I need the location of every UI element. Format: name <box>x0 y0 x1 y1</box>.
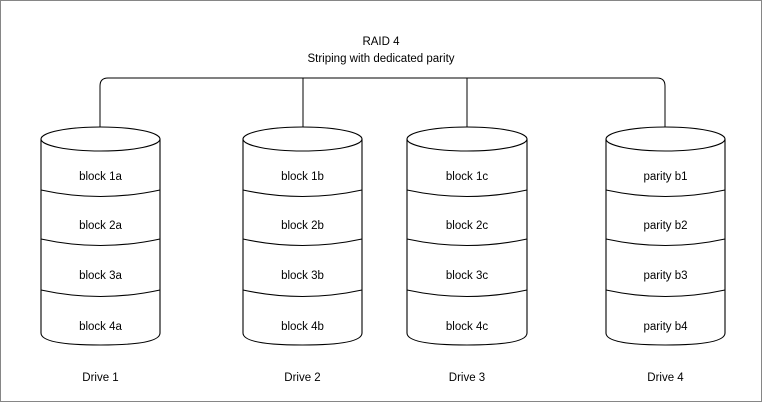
drive-2-cylinder-top <box>242 126 363 152</box>
block-label: block 2b <box>281 220 324 232</box>
drive-2-group[interactable]: block 1b block 2b block 3b block 4b Driv… <box>242 126 363 384</box>
block-label: block 1c <box>446 171 488 183</box>
block-label: block 2c <box>446 220 488 232</box>
drive-name-label: Drive 3 <box>449 372 485 384</box>
drive-3-cylinder-body <box>406 138 528 346</box>
drive-3-divider-2 <box>406 238 528 247</box>
drive-4-cylinder-body <box>605 138 726 346</box>
drive-name-label: Drive 4 <box>647 372 684 384</box>
block-label: block 3b <box>281 270 324 282</box>
diagram-title: RAID 4 <box>362 36 400 48</box>
block-label: parity b1 <box>643 171 687 183</box>
drive-4-cylinder-top <box>605 126 726 152</box>
drive-1-cylinder-top <box>40 126 161 152</box>
block-label: block 4a <box>79 321 122 333</box>
block-label: block 1a <box>79 171 122 183</box>
drive-2-divider-2 <box>242 238 363 246</box>
drive-3-divider-3 <box>406 289 528 298</box>
block-label: block 3c <box>446 270 488 282</box>
block-label: parity b2 <box>643 220 687 232</box>
diagram-subtitle: Striping with dedicated parity <box>307 53 454 65</box>
drive-1-divider-2 <box>40 238 161 246</box>
drive-4-group[interactable]: parity b1 parity b2 parity b3 parity b4 … <box>605 126 726 384</box>
drive-1-group[interactable]: block 1a block 2a block 3a block 4a Driv… <box>40 126 161 384</box>
drive-4-divider-3 <box>605 289 726 297</box>
block-label: block 2a <box>79 220 122 232</box>
block-label: parity b4 <box>643 321 688 333</box>
drive-2-divider-3 <box>242 289 363 297</box>
block-label: block 1b <box>281 171 324 183</box>
drive-name-label: Drive 2 <box>284 372 320 384</box>
block-label: parity b3 <box>643 270 687 282</box>
drive-4-divider-2 <box>605 238 726 246</box>
drive-4-divider-1 <box>605 189 726 197</box>
drive-1-cylinder-body <box>40 138 161 346</box>
drive-2-divider-1 <box>242 189 363 197</box>
bus-connector <box>99 77 666 131</box>
drive-2-cylinder-body <box>242 138 363 346</box>
drive-3-group[interactable]: block 1c block 2c block 3c block 4c Driv… <box>406 126 528 384</box>
drive-1-divider-3 <box>40 289 161 297</box>
block-label: block 4b <box>281 321 324 333</box>
drive-1-divider-1 <box>40 189 161 197</box>
block-label: block 4c <box>446 321 488 333</box>
drive-3-cylinder-top <box>406 126 528 152</box>
block-label: block 3a <box>79 270 122 282</box>
drive-name-label: Drive 1 <box>82 372 118 384</box>
drive-3-divider-1 <box>406 189 528 198</box>
